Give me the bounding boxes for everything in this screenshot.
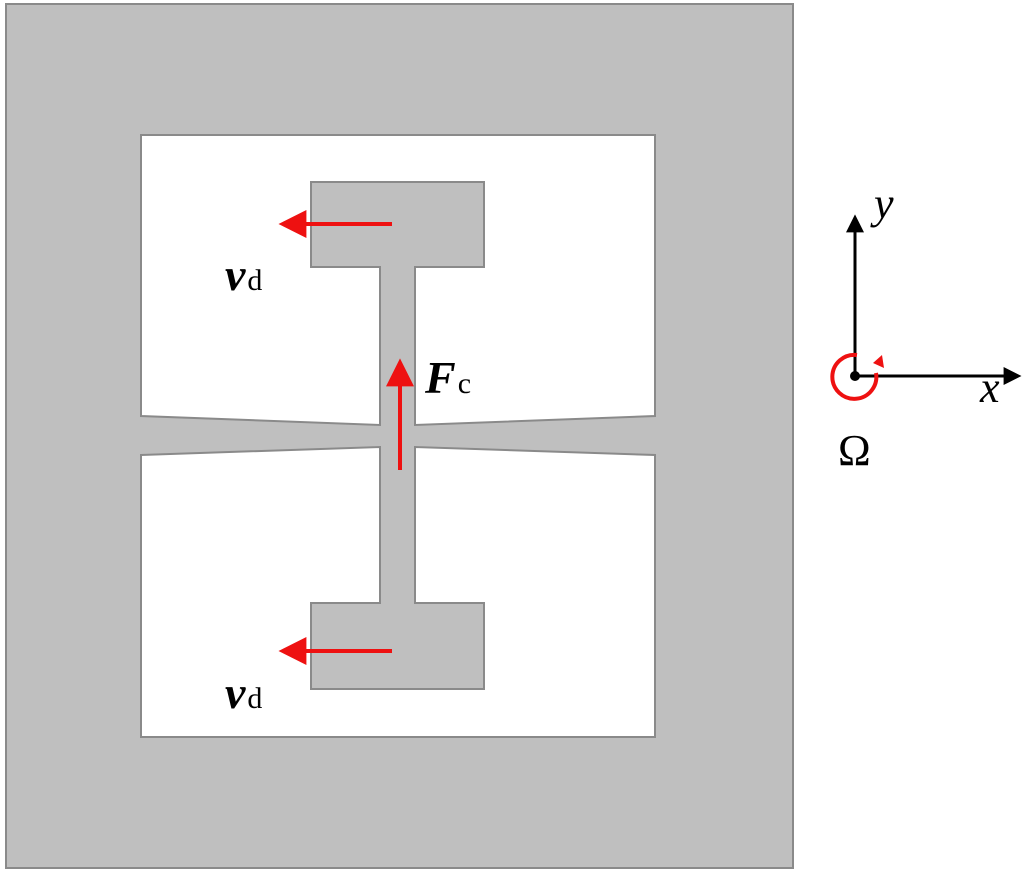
- vd-top-label: vd: [225, 249, 262, 300]
- origin-dot: [850, 371, 860, 381]
- coriolis-force-label: Fc: [424, 352, 471, 403]
- lower-window: [140, 445, 656, 738]
- upper-window: [140, 134, 656, 427]
- rotation-arrow-head: [873, 355, 884, 368]
- y-axis-label: y: [870, 179, 894, 228]
- x-axis-label: x: [979, 363, 1000, 412]
- rotation-arrow-icon: [830, 352, 879, 401]
- omega-label: Ω: [838, 426, 871, 475]
- vd-bottom-label: vd: [225, 667, 262, 718]
